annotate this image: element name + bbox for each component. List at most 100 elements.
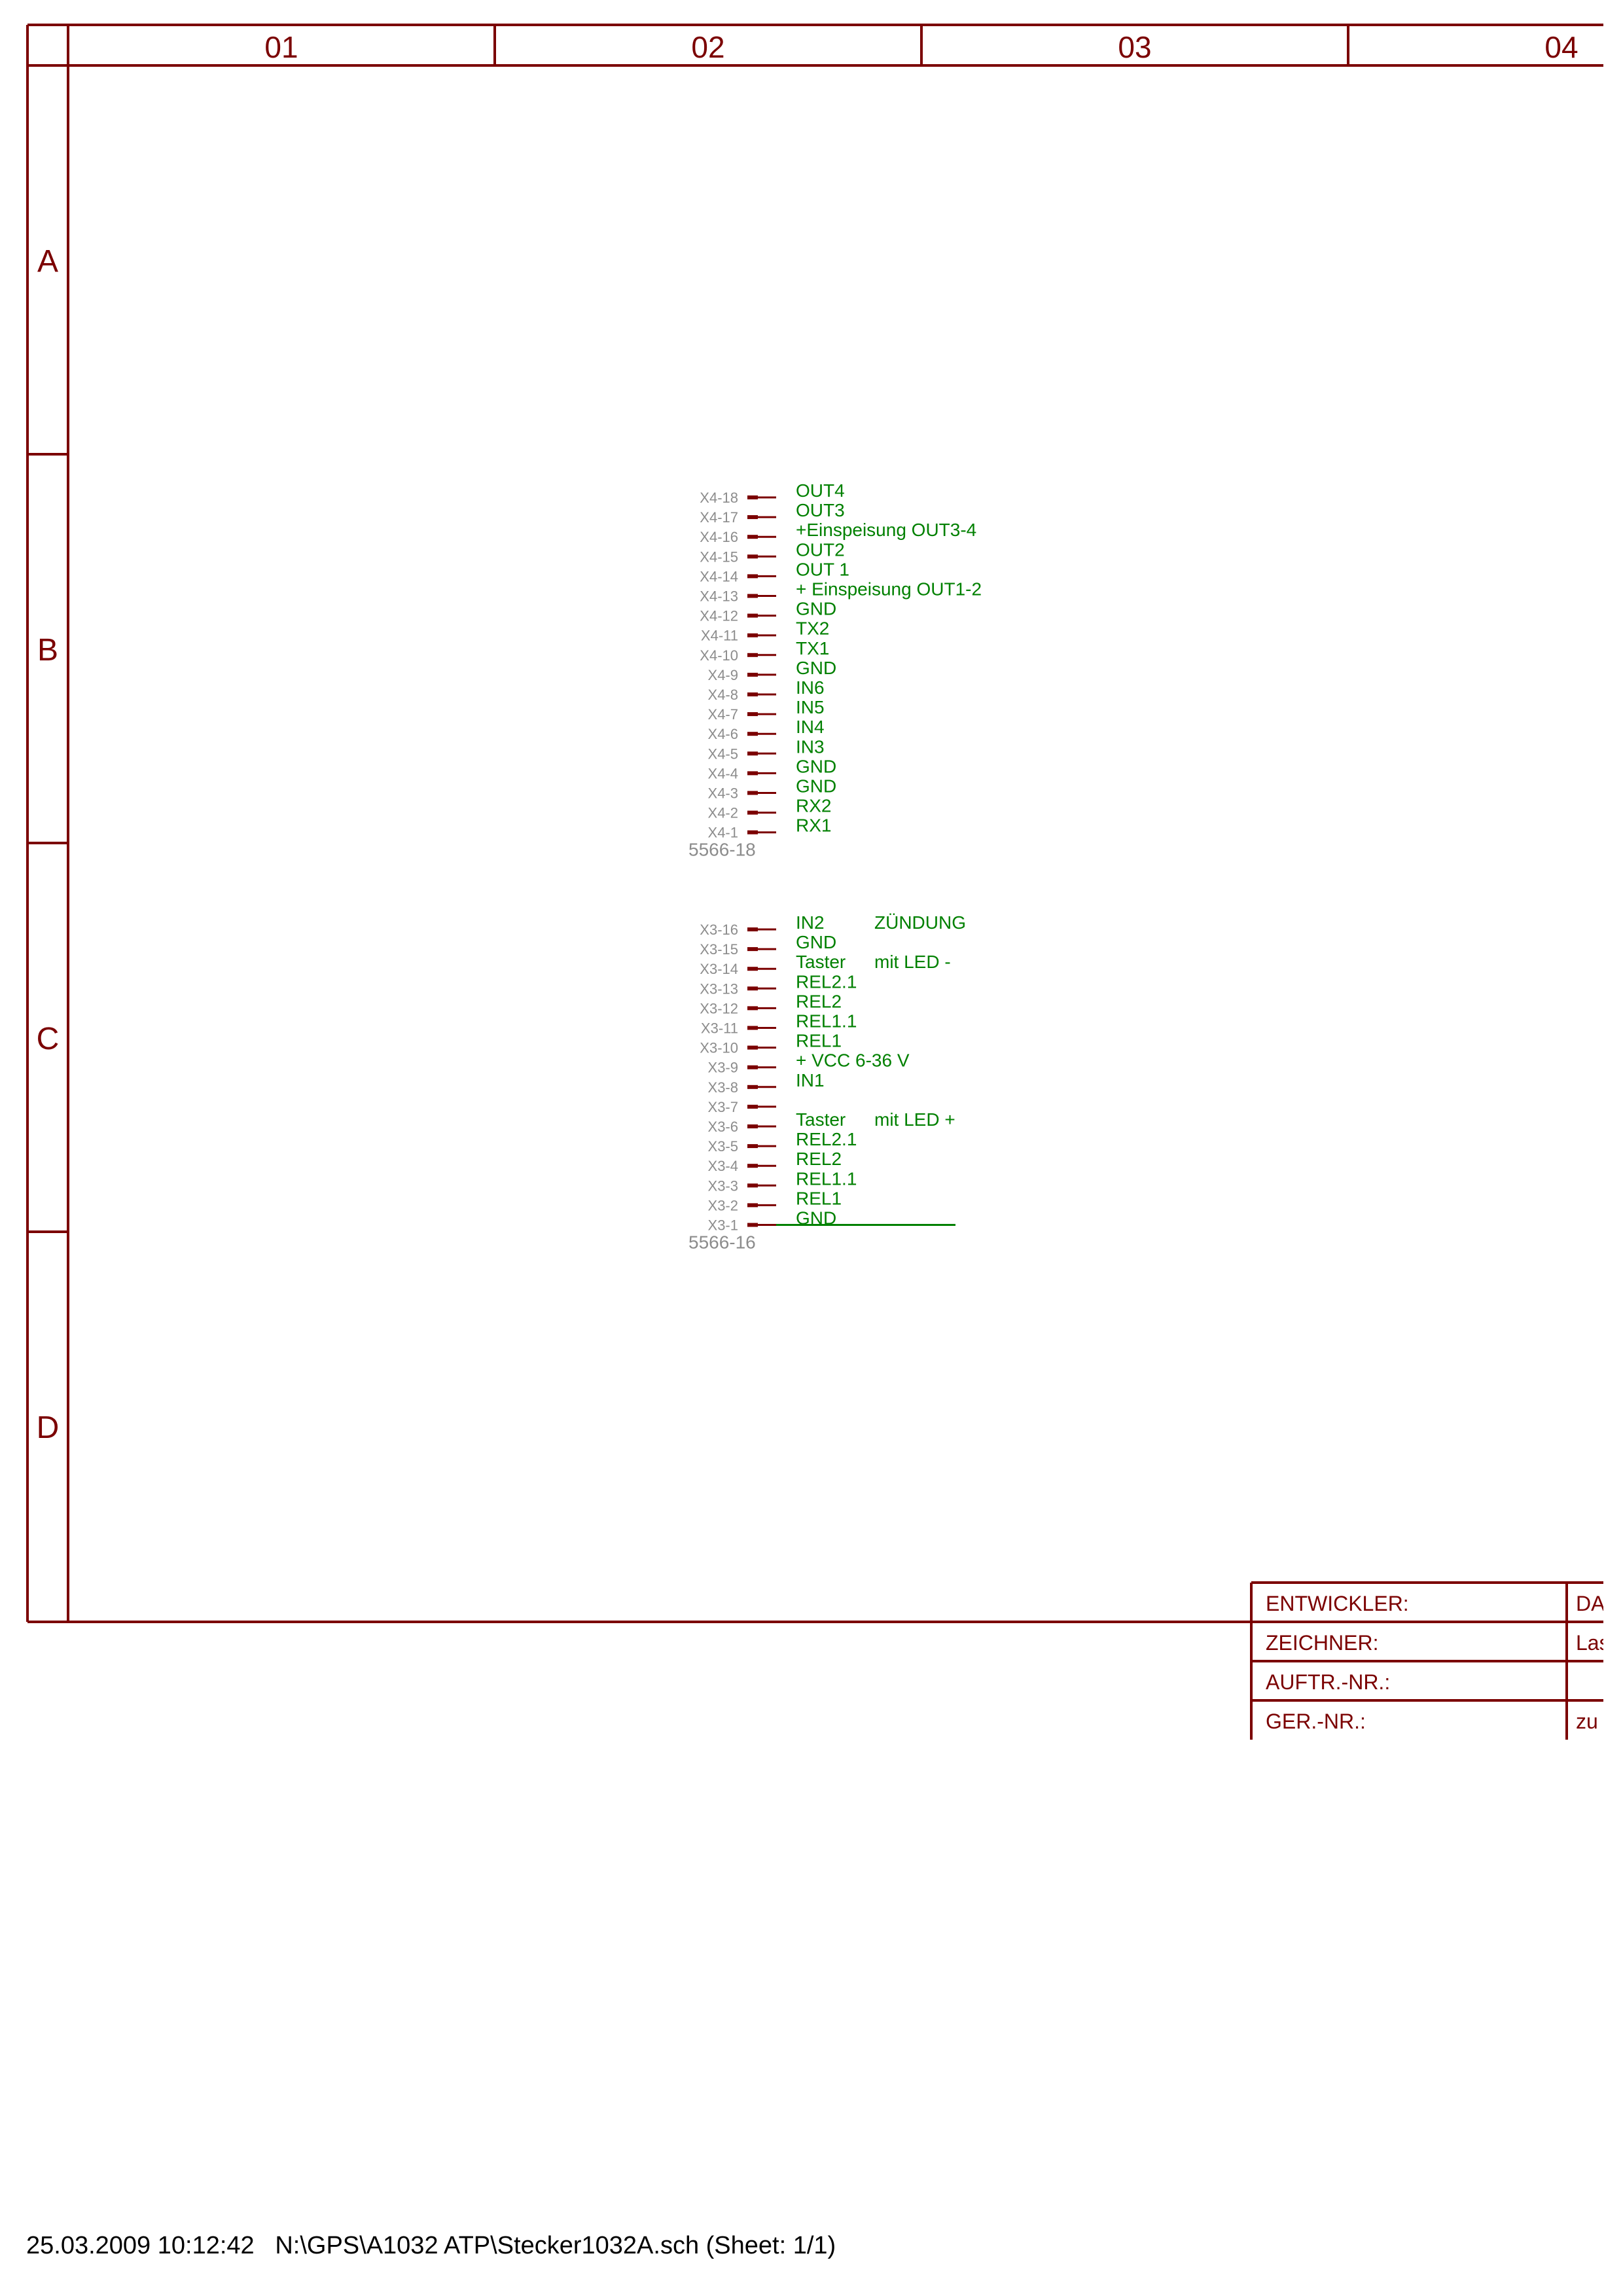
pin-label: X4-4 bbox=[708, 765, 738, 781]
pin-X3-3: X3-3 REL1.1 bbox=[708, 1168, 857, 1194]
pin-label: X3-2 bbox=[708, 1197, 738, 1213]
row-label-C: C bbox=[37, 1022, 60, 1056]
signal-name: REL2.1 bbox=[796, 971, 857, 992]
pin-stub bbox=[747, 791, 758, 795]
pin-stub bbox=[747, 1065, 758, 1069]
pin-stub bbox=[747, 594, 758, 598]
signal-name: TX2 bbox=[796, 619, 829, 639]
pin-label: X3-11 bbox=[701, 1020, 738, 1037]
signal-note: mit LED - bbox=[874, 952, 951, 972]
pin-stub bbox=[747, 1223, 758, 1227]
signal-note: mit LED + bbox=[874, 1109, 955, 1130]
pin-label: X4-18 bbox=[700, 490, 738, 506]
pin-label: X3-5 bbox=[708, 1138, 738, 1155]
signal-name: GND bbox=[796, 932, 836, 952]
pin-X3-13: X3-13 REL2.1 bbox=[700, 971, 857, 997]
pin-X4-11: X4-11 TX2 bbox=[701, 619, 829, 644]
pin-stub bbox=[747, 771, 758, 776]
signal-name: IN5 bbox=[796, 697, 825, 717]
pin-label: X4-17 bbox=[700, 509, 738, 526]
pin-label: X4-1 bbox=[708, 825, 738, 841]
pin-label: X4-11 bbox=[701, 628, 738, 644]
signal-name: Taster bbox=[796, 1109, 846, 1130]
signal-name: GND bbox=[796, 756, 836, 776]
title-block: ENTWICKLER:DATZEICHNER:LasAUFTR.-NR.:GER… bbox=[1250, 1581, 1610, 1740]
tb-label: ZEICHNER: bbox=[1266, 1631, 1378, 1655]
pin-stub bbox=[747, 986, 758, 991]
connector-name: 5566-16 bbox=[688, 1232, 756, 1253]
pin-label: X4-8 bbox=[708, 687, 738, 703]
signal-name: IN4 bbox=[796, 717, 825, 737]
pin-label: X3-7 bbox=[708, 1099, 738, 1115]
signal-name: Taster bbox=[796, 952, 846, 972]
pin-X4-18: X4-18 OUT4 bbox=[700, 480, 844, 506]
pin-X4-17: X4-17 OUT3 bbox=[700, 500, 844, 526]
signal-name: OUT 1 bbox=[796, 559, 849, 579]
pin-label: X4-7 bbox=[708, 706, 738, 723]
pin-label: X3-13 bbox=[700, 980, 738, 997]
pin-X4-4: X4-4 GND bbox=[708, 756, 837, 781]
pin-label: X3-10 bbox=[700, 1040, 738, 1056]
pin-stub bbox=[747, 927, 758, 931]
pin-stub bbox=[747, 1045, 758, 1050]
pin-stub bbox=[747, 732, 758, 736]
signal-name: RX2 bbox=[796, 796, 831, 816]
pin-label: X4-13 bbox=[700, 588, 738, 605]
tb-value: Las bbox=[1576, 1631, 1610, 1655]
pin-label: X4-5 bbox=[708, 745, 738, 762]
signal-name: OUT4 bbox=[796, 480, 845, 501]
pin-label: X4-6 bbox=[708, 726, 738, 742]
signal-name: +Einspeisung OUT3-4 bbox=[796, 520, 976, 540]
signal-name: REL1.1 bbox=[796, 1168, 857, 1189]
pin-stub bbox=[747, 613, 758, 618]
pin-stub bbox=[747, 1183, 758, 1188]
signal-name: REL1.1 bbox=[796, 1011, 857, 1031]
pin-X3-9: X3-9+ VCC 6-36 V bbox=[708, 1050, 910, 1076]
pin-stub bbox=[747, 1104, 758, 1109]
pin-X4-5: X4-5 IN3 bbox=[708, 736, 825, 762]
pin-stub bbox=[747, 712, 758, 717]
signal-name: REL1 bbox=[796, 1188, 842, 1208]
pin-label: X3-3 bbox=[708, 1177, 738, 1194]
pin-label: X4-12 bbox=[700, 608, 738, 624]
pin-stub bbox=[747, 672, 758, 677]
pin-stub bbox=[747, 810, 758, 815]
signal-note: ZÜNDUNG bbox=[874, 912, 966, 933]
pin-stub bbox=[747, 947, 758, 952]
pin-stub bbox=[747, 1203, 758, 1208]
signal-name: OUT3 bbox=[796, 500, 845, 520]
pin-label: X4-3 bbox=[708, 785, 738, 802]
pin-stub bbox=[747, 554, 758, 559]
pin-stub bbox=[747, 1085, 758, 1089]
column-label-04: 04 bbox=[1544, 30, 1578, 64]
signal-name: GND bbox=[796, 599, 836, 619]
footer-path: 25.03.2009 10:12:42 N:\GPS\A1032 ATP\Ste… bbox=[26, 2232, 836, 2259]
pin-X3-5: X3-5 REL2.1 bbox=[708, 1129, 857, 1155]
tb-label: ENTWICKLER: bbox=[1266, 1592, 1409, 1615]
row-label-B: B bbox=[37, 633, 58, 668]
signal-name: REL2.1 bbox=[796, 1129, 857, 1149]
signal-name: OUT2 bbox=[796, 539, 845, 560]
column-label-02: 02 bbox=[691, 30, 724, 64]
pin-X3-7: X3-7 bbox=[708, 1099, 776, 1115]
pin-stub bbox=[747, 1124, 758, 1128]
pin-X3-2: X3-2 REL1 bbox=[708, 1188, 842, 1213]
signal-name: IN3 bbox=[796, 736, 825, 757]
pin-label: X4-16 bbox=[700, 529, 738, 545]
pin-stub bbox=[747, 967, 758, 971]
pin-X4-12: X4-12 GND bbox=[700, 599, 836, 624]
pin-X4-16: X4-16 +Einspeisung OUT3-4 bbox=[700, 520, 976, 545]
row-label-D: D bbox=[37, 1410, 60, 1445]
tb-value: zu bbox=[1576, 1710, 1598, 1733]
